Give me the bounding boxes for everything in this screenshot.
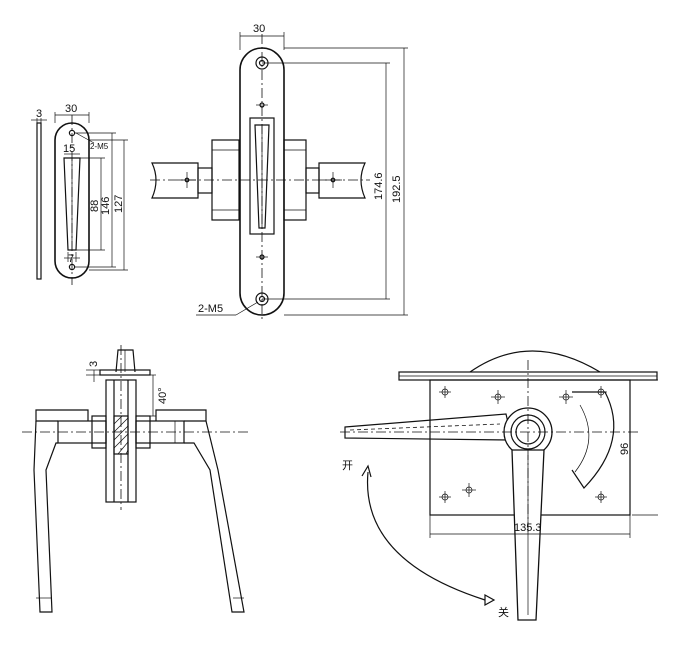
panel-view: 开 关 96 135.3 bbox=[340, 350, 658, 621]
rotation-arrow-head-close bbox=[484, 593, 496, 607]
side-view: 3 30 15 2-M5 88 146 127 7 bbox=[31, 103, 128, 285]
rotation-arrow-arc bbox=[366, 471, 486, 601]
tip-dimension: 7 bbox=[68, 253, 74, 265]
angle-dimension: 40° bbox=[157, 387, 169, 404]
top-plate bbox=[99, 369, 151, 376]
top-width-dimension: 30 bbox=[253, 23, 265, 35]
side-hole-top bbox=[68, 129, 76, 137]
length-dimension: 135.3 bbox=[514, 522, 542, 534]
knob-top bbox=[115, 349, 136, 373]
slot-width-dimension: 15 bbox=[63, 143, 75, 155]
slot-length-dimension: 88 bbox=[89, 200, 101, 212]
side-edge-profile bbox=[36, 122, 42, 280]
right-latch-tongue bbox=[305, 162, 366, 199]
top-view: 30 174.6 192.5 2-M5 bbox=[150, 23, 408, 320]
left-handle-top bbox=[35, 409, 89, 422]
inner-length-dimension: 174.6 bbox=[373, 172, 385, 200]
side-width-dimension: 30 bbox=[65, 103, 77, 115]
front-view: 3 40° bbox=[22, 345, 250, 613]
left-latch-tongue bbox=[151, 162, 213, 199]
right-handle-leg bbox=[184, 420, 245, 613]
center-mark-1 bbox=[256, 102, 268, 108]
left-handle-leg bbox=[33, 420, 58, 613]
handle-in-slot bbox=[249, 117, 275, 235]
open-label: 开 bbox=[342, 459, 353, 472]
close-label: 关 bbox=[498, 605, 509, 619]
side-hole-callout: 2-M5 bbox=[90, 142, 109, 151]
side-hole-bottom bbox=[68, 263, 76, 271]
swing-sector bbox=[571, 391, 615, 489]
right-handle-top bbox=[155, 409, 207, 422]
center-mark-2 bbox=[256, 254, 268, 260]
hole-pitch-dimension: 146 bbox=[100, 197, 112, 215]
body-length-dimension: 127 bbox=[113, 195, 125, 213]
rotation-arrow-head-open bbox=[361, 464, 372, 478]
plate-thickness-dimension: 3 bbox=[88, 361, 100, 367]
rotation-dome bbox=[469, 350, 601, 373]
outer-length-dimension: 192.5 bbox=[391, 175, 403, 203]
height-dimension: 96 bbox=[619, 443, 631, 455]
bolt-callout: 2-M5 bbox=[198, 303, 223, 315]
side-thickness-dimension: 3 bbox=[36, 108, 42, 120]
